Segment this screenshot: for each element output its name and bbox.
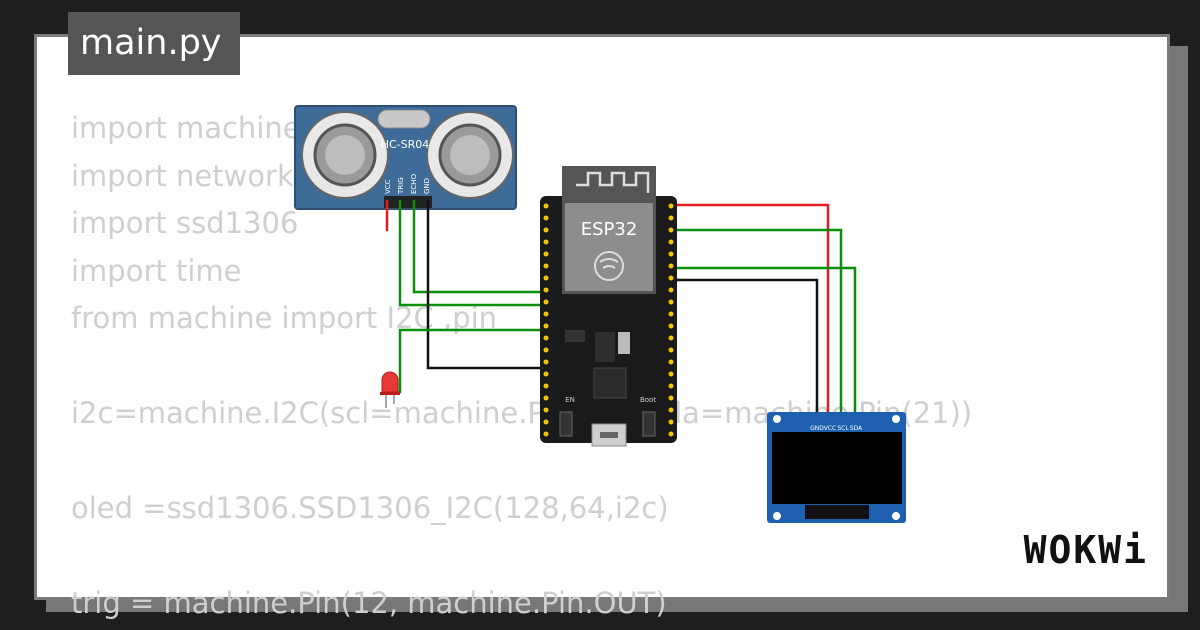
ultrasonic-sensor[interactable]: HC-SR04 VCC TRIG ECHO GND [294,105,517,210]
esp32-label: ESP32 [581,219,638,240]
esp32-board[interactable]: ESP32 EN Boot [540,166,677,447]
code-line: import machine [71,111,301,145]
code-line: from machine import I2C ,pin [71,301,498,335]
oled-pin-vcc: VCC [824,425,836,432]
wire-scl [668,228,843,418]
boot-label: Boot [640,396,656,404]
en-label: EN [565,396,575,404]
led[interactable] [380,371,400,408]
code-line: import ssd1306 [71,206,299,240]
code-line: import network [71,158,294,193]
oled-pin-gnd: GND [810,425,824,432]
code-line: oled =ssd1306.SSD1306_I2C(128,64,i2c) [71,491,669,525]
wokwi-logo: WOKWi [1023,528,1148,572]
pin-label-trig: TRIG [397,177,405,195]
oled-pin-scl: SCL [837,425,849,432]
code-line: import time [71,253,242,288]
oled-pin-sda: SDA [850,425,863,432]
pin-label-vcc: VCC [384,179,392,194]
oled-display[interactable]: GND VCC SCL SDA [767,412,906,523]
wire-gnd-sensor [426,200,547,370]
wire-vcc-5v [385,200,389,232]
pin-label-echo: ECHO [410,173,418,194]
file-tab[interactable]: main.py [68,12,240,75]
ultrasonic-label: HC-SR04 [381,138,430,151]
code-line: trig = machine.Pin(12, machine.Pin.OUT) [71,586,667,620]
wire-sda [668,266,857,418]
code-background: import machine import network import ssd13… [71,105,972,628]
pin-label-gnd: GND [423,178,431,194]
wire-gnd-oled [668,278,819,418]
